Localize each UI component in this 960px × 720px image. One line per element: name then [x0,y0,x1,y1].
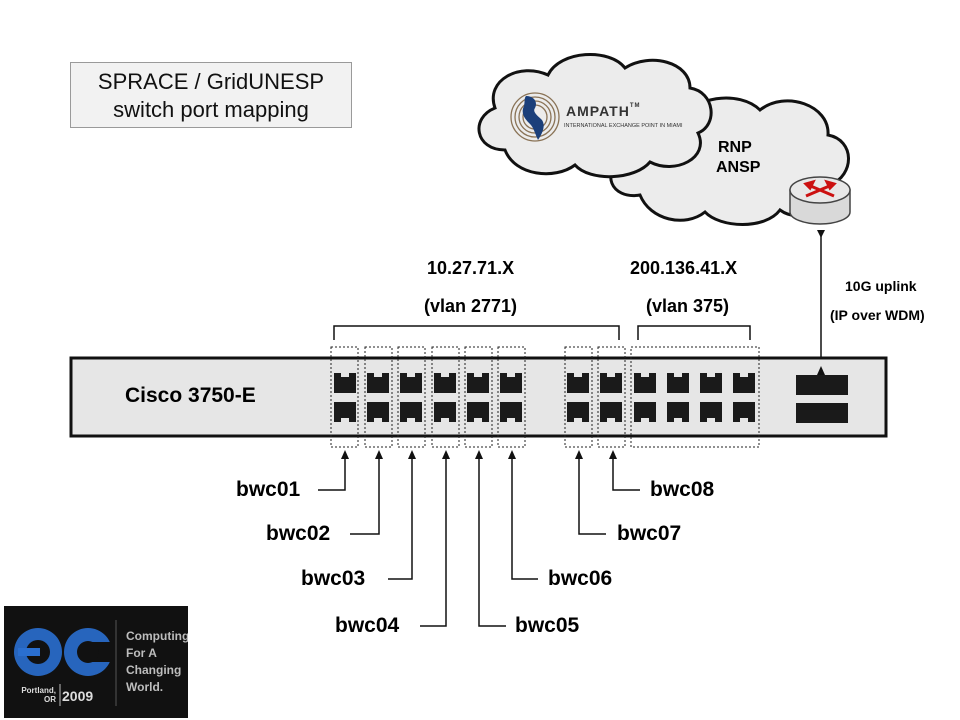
net2-address: 200.136.41.X [630,258,738,278]
ethernet-port-icon [367,373,389,422]
sc-tagline: Computing For A Changing World. [126,629,188,694]
globe-icon [510,92,560,142]
net2-vlan: (vlan 375) [646,296,730,316]
host-label: bwc04 [335,614,400,637]
host-label: bwc01 [236,478,301,501]
host-connectors [318,458,640,627]
ethernet-ports [334,373,755,422]
host-label: bwc02 [266,522,331,545]
ethernet-port-icon [334,373,356,422]
uplink-medium: (IP over WDM) [830,307,925,323]
ethernet-port-icon [434,373,456,422]
ethernet-port-icon [567,373,589,422]
ansp-label: ANSP [716,159,761,176]
router [789,176,851,225]
host-label: bwc06 [548,567,613,590]
ethernet-port-icon [667,373,689,422]
ethernet-port-icon [700,373,722,422]
title-line-1: SPRACE / GridUNESP [97,69,325,94]
ethernet-port-icon [634,373,656,422]
sc-logo-graphic [14,620,118,706]
router-icon [803,179,837,198]
host-label: bwc03 [301,567,366,590]
ethernet-port-icon [733,373,755,422]
title-line-2: switch port mapping [113,97,309,122]
uplink-speed: 10G uplink [845,278,917,294]
host-label: bwc08 [650,478,715,501]
ethernet-port-icon [400,373,422,422]
host-label: bwc07 [617,522,682,545]
switch-label: Cisco 3750-E [125,384,256,407]
ethernet-port-icon [600,373,622,422]
ampath-subtitle: INTERNATIONAL EXCHANGE POINT IN MIAMI [564,123,683,129]
sfp-port-icon [796,375,848,395]
sc-year: 2009 [62,688,94,704]
ampath-cloud [477,52,713,179]
port-groups [330,346,760,448]
switch-chassis [69,356,888,438]
net1-address: 10.27.71.X [427,258,515,278]
ampath-logo-text: AMPATHTM [566,103,641,119]
ethernet-port-icon [467,373,489,422]
diagram-title: SPRACE / GridUNESP switch port mapping [70,62,352,128]
cloud-icon [477,52,713,179]
host-label: bwc05 [515,614,580,637]
sfp-port-icon [796,403,848,423]
sc-location: Portland, OR [21,686,56,704]
sfp-ports [796,375,848,423]
sc09-logo: Computing For A Changing World. Portland… [4,606,188,718]
connector-arrowheads [341,230,825,459]
rnp-label: RNP [718,139,752,156]
ethernet-port-icon [500,373,522,422]
net1-vlan: (vlan 2771) [424,296,518,316]
vlan2771-bracket [333,325,620,340]
vlan375-bracket [637,325,751,340]
